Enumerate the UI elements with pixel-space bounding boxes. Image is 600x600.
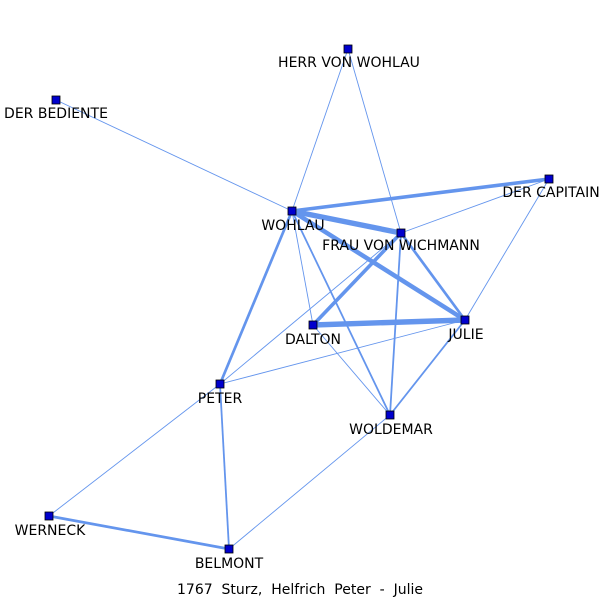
edge-capitain-julie <box>464 178 550 321</box>
edge-herr-wohlau <box>291 48 349 212</box>
node-woldemar <box>385 410 395 420</box>
edge-herr-wichmann <box>347 48 402 234</box>
edge-dalton-julie <box>312 317 466 328</box>
edge-wohlau-julie <box>290 209 467 322</box>
node-label-capitain: DER CAPITAIN <box>502 185 599 201</box>
edge-werneck-belmont <box>48 514 230 551</box>
edge-wichmann-peter <box>219 232 402 385</box>
edge-bediente-wohlau <box>55 99 293 212</box>
node-label-julie: JULIE <box>447 327 483 343</box>
node-label-bediente: DER BEDIENTE <box>4 106 108 122</box>
edge-wohlau-wichmann <box>291 208 402 236</box>
node-label-wohlau: WOHLAU <box>261 218 324 234</box>
diagram-caption: 1767 Sturz, Helfrich Peter - Julie <box>177 582 423 598</box>
node-label-werneck: WERNECK <box>15 523 87 539</box>
edge-peter-werneck <box>48 383 221 517</box>
edge-dalton-woldemar <box>312 324 391 416</box>
node-dalton <box>308 320 318 330</box>
edge-wichmann-dalton <box>311 231 403 327</box>
node-label-herr: HERR VON WOHLAU <box>278 55 420 71</box>
edge-julie-woldemar <box>389 319 466 416</box>
edge-wohlau-capitain <box>291 177 550 213</box>
edge-wohlau-dalton <box>291 210 314 326</box>
nodes-layer <box>44 44 554 554</box>
edge-woldemar-belmont <box>228 414 391 550</box>
node-herr <box>343 44 353 54</box>
node-werneck <box>44 511 54 521</box>
edge-wohlau-woldemar <box>291 210 391 416</box>
node-label-woldemar: WOLDEMAR <box>349 422 433 438</box>
node-label-belmont: BELMONT <box>195 556 264 572</box>
labels-layer: HERR VON WOHLAU DER BEDIENTE DER CAPITAIN W… <box>4 55 600 572</box>
node-bediente <box>51 95 61 105</box>
edge-wichmann-woldemar <box>389 232 402 416</box>
edge-peter-julie <box>219 319 466 385</box>
node-peter <box>215 379 225 389</box>
node-label-dalton: DALTON <box>285 332 341 348</box>
edge-wichmann-julie <box>399 232 467 321</box>
node-capitain <box>544 174 554 184</box>
node-julie <box>460 315 470 325</box>
edges-layer <box>48 48 550 551</box>
node-label-wichmann: FRAU VON WICHMANN <box>322 238 480 254</box>
edge-capitain-wichmann <box>400 178 550 234</box>
node-label-peter: PETER <box>198 391 243 407</box>
node-wohlau <box>287 206 297 216</box>
edge-wohlau-peter <box>218 210 294 385</box>
node-wichmann <box>396 228 406 238</box>
node-belmont <box>224 544 234 554</box>
edge-peter-belmont <box>219 383 230 550</box>
